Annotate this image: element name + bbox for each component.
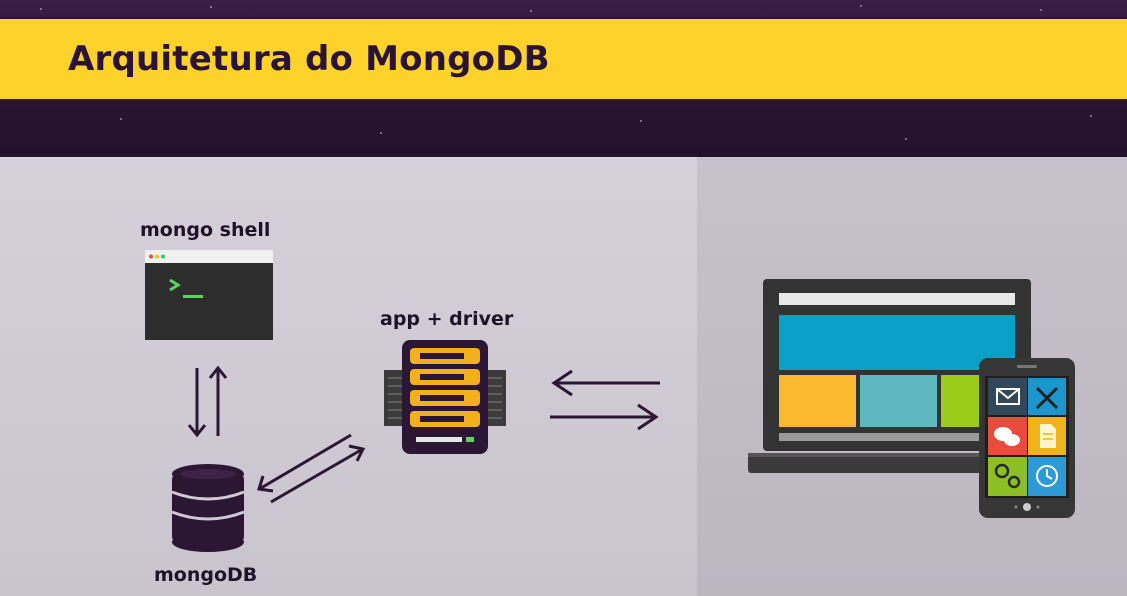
terminal-icon [145,250,273,340]
db-server-arrows [257,433,366,504]
app-driver-label: app + driver [380,308,514,330]
clock-icon [1036,465,1058,487]
database-icon [171,464,245,552]
title-bar: Arquitetura do MongoDB [0,17,1127,101]
mongo-shell-label: mongo shell [140,219,271,241]
mail-icon [996,388,1020,405]
shell-db-arrows [187,365,228,438]
diagram-panel [0,157,697,596]
page-title: Arquitetura do MongoDB [68,39,550,79]
smartphone-icon [979,358,1075,518]
gears-icon [994,463,1021,489]
document-icon [1040,424,1056,448]
mongodb-label: mongoDB [154,564,258,586]
chat-icon [994,427,1020,446]
server-icon [384,340,506,454]
server-device-arrows [550,369,660,431]
tools-icon [1035,386,1059,410]
laptop-icon [748,279,1038,473]
